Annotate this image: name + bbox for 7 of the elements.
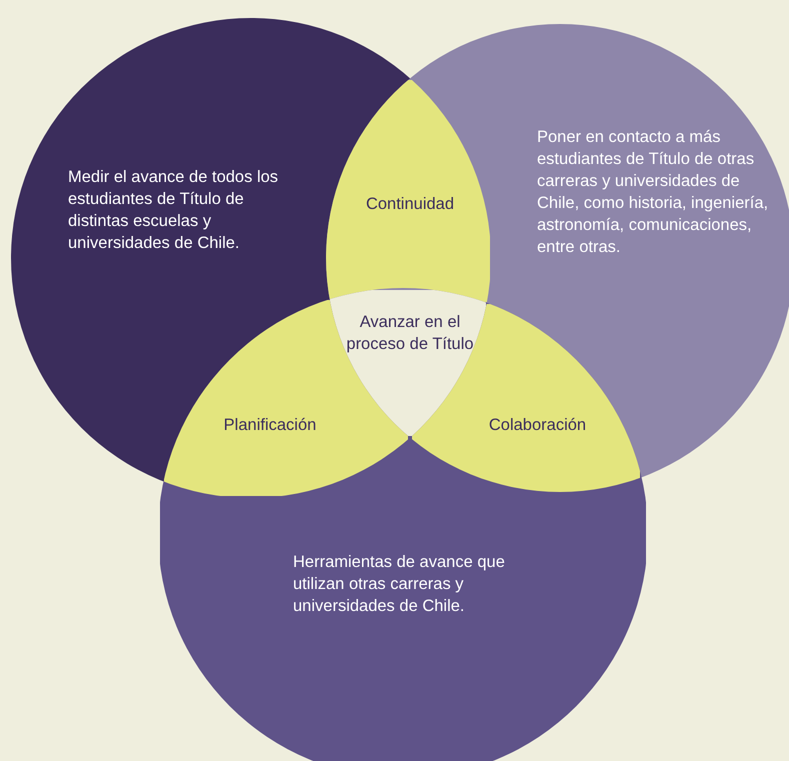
region-text: Avanzar en el proceso de Título [345,312,475,355]
region-text: Planificación [222,415,318,436]
region-text: Medir el avance de todos los estudiantes de Título de distintas escuelas y universidades de Chile. [68,167,280,254]
region-text: Poner en contacto a más estudiantes de Título de otras carreras y universidades de Chile, como historia, ingeniería, astronomía, comunicaciones, entre otras. [537,127,769,258]
region-text: Colaboración [488,415,588,436]
region-text: Herramientas de avance que utilizan otras carreras y universidades de Chile. [293,552,506,617]
region-text: Continuidad [364,194,456,215]
